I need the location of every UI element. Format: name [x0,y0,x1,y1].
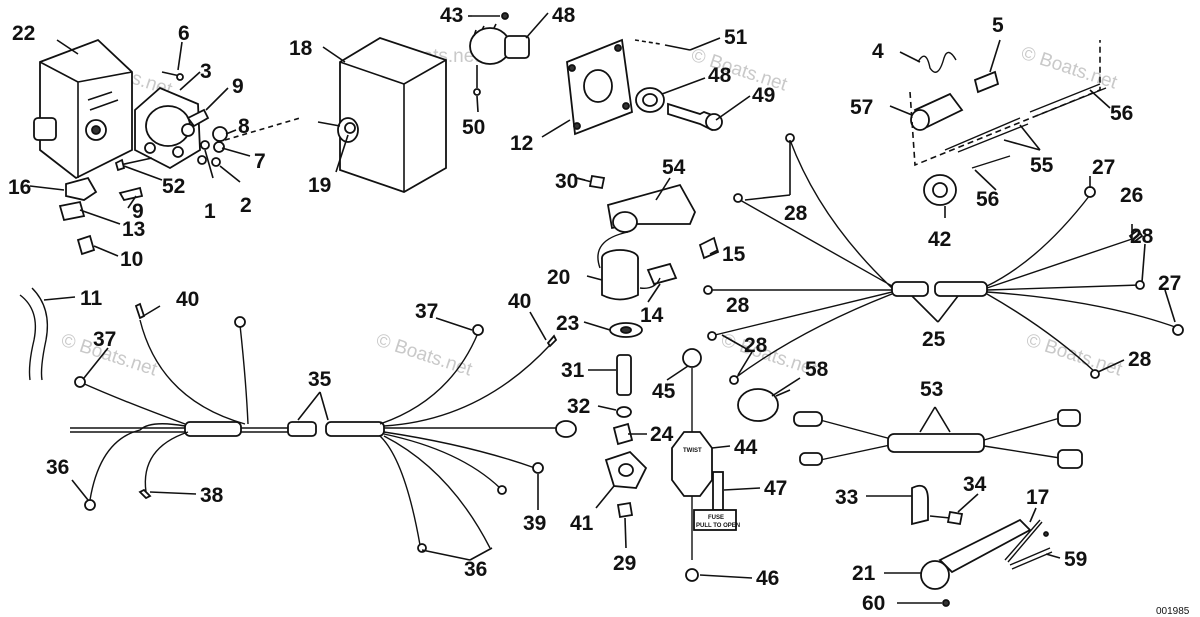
small-hardware [58,71,301,256]
callout-22: 22 [12,22,35,45]
callout-48a: 48 [552,4,576,27]
callout-56b: 56 [976,188,999,211]
callout-44: 44 [734,436,758,459]
callout-45: 45 [652,380,676,403]
callout-34: 34 [963,473,987,496]
callout-53: 53 [920,378,943,401]
callout-41: 41 [570,512,594,535]
watermark: © Boats.net [1023,330,1125,381]
callout-14: 14 [640,304,664,327]
callout-60: 60 [862,592,885,615]
callout-4: 4 [872,40,884,63]
callout-5: 5 [992,14,1004,37]
hose-11 [19,287,49,381]
callout-54: 54 [662,156,686,179]
callout-42: 42 [928,228,951,251]
callout-19: 19 [308,174,331,197]
callout-37b: 37 [93,328,116,351]
callout-28d: 28 [726,294,750,317]
callout-51: 51 [724,26,748,49]
fuse-twist-text: TWIST [683,448,702,454]
nut-48-key-49 [635,87,723,132]
callout-17: 17 [1026,486,1049,509]
callout-49: 49 [752,84,775,107]
callout-25: 25 [922,328,946,351]
callout-27a: 27 [1092,156,1115,179]
callout-29: 29 [613,552,636,575]
callout-48b: 48 [708,64,732,87]
callout-59: 59 [1064,548,1087,571]
callout-2: 2 [240,194,252,217]
callout-23: 23 [556,312,579,335]
mid-parts [575,174,720,519]
callout-35: 35 [308,368,332,391]
callout-31: 31 [561,359,585,382]
callout-47: 47 [764,477,787,500]
callout-labels: 22 6 3 9 8 7 2 1 52 16 9 13 10 11 18 19 … [8,4,1190,617]
harness-25 [703,133,1184,385]
callout-57: 57 [850,96,873,119]
callout-39: 39 [523,512,546,535]
mount-plate-12 [566,38,691,136]
callout-15: 15 [722,243,746,266]
callout-24: 24 [650,423,674,446]
callout-21: 21 [852,562,876,585]
callout-16: 16 [8,176,31,199]
callout-30: 30 [555,170,578,193]
watermark: © Boats.net [373,330,475,381]
callout-12: 12 [510,132,533,155]
cap-58 [737,388,791,422]
callout-56a: 56 [1110,102,1133,125]
callout-11: 11 [80,287,103,310]
callout-27b: 27 [1158,272,1181,295]
callout-28a: 28 [1130,225,1154,248]
callout-28c: 28 [784,202,808,225]
callout-9b: 9 [132,200,144,223]
callout-40b: 40 [508,290,531,313]
lower-right-parts [911,484,1053,607]
fuse-label-line1: FUSE [708,515,724,521]
connector-group [909,40,1107,206]
callout-33: 33 [835,486,858,509]
callout-38: 38 [200,484,224,507]
callout-8: 8 [238,115,250,138]
callout-58: 58 [805,358,829,381]
callout-1: 1 [204,200,216,223]
control-box-18 [317,37,447,193]
callout-50: 50 [462,116,485,139]
fuse-holder: TWIST FUSE PULL TO OPEN [671,348,740,582]
watermark: © Boats.net [1018,43,1120,94]
callout-10: 10 [120,248,143,271]
callout-37a: 37 [415,300,438,323]
fuse-label-line2: PULL TO OPEN [696,523,740,529]
callout-46: 46 [756,567,779,590]
drawing-code: 001985 [1156,606,1190,617]
callout-55: 55 [1030,154,1054,177]
callout-18: 18 [289,37,313,60]
main-harness-35 [70,302,577,553]
bracket-22 [33,38,133,180]
leader-lines [29,12,1176,604]
key-switch-48 [469,12,530,96]
callout-28e: 28 [744,334,768,357]
callout-52: 52 [162,175,185,198]
callout-36a: 36 [46,456,69,479]
callout-26: 26 [1120,184,1143,207]
callout-20: 20 [547,266,570,289]
callout-43: 43 [440,4,463,27]
callout-3: 3 [200,60,212,83]
solenoid-3 [134,86,201,170]
callout-13: 13 [122,218,145,241]
callout-32: 32 [567,395,590,418]
callout-40a: 40 [176,288,199,311]
callout-9: 9 [232,75,244,98]
callout-6: 6 [178,22,190,45]
battery-cable-53 [793,409,1083,469]
callout-36b: 36 [464,558,487,581]
callout-7: 7 [254,150,266,173]
callout-28b: 28 [1128,348,1152,371]
